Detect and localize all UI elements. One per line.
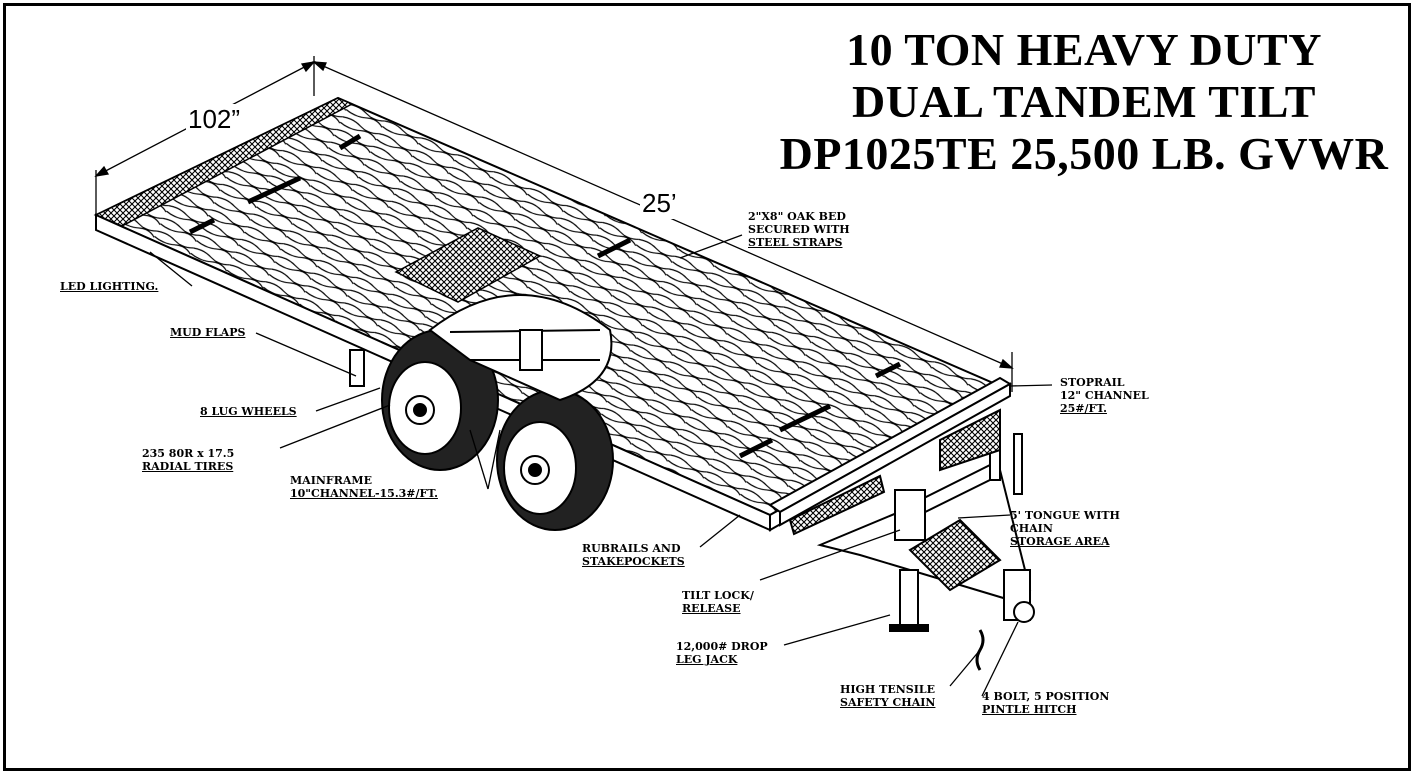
drawing-title: 10 TON HEAVY DUTY DUAL TANDEM TILT DP102… xyxy=(764,24,1404,180)
callout-lug-wheels: 8 LUG WHEELS xyxy=(200,405,297,418)
stoprail xyxy=(768,376,1012,527)
title-line-3: DP1025TE 25,500 LB. GVWR xyxy=(779,128,1389,179)
callout-tilt-lock: TILT LOCK/ RELEASE xyxy=(682,589,754,615)
callout-hitch: 4 BOLT, 5 POSITION PINTLE HITCH xyxy=(982,690,1110,716)
callout-mud-flaps: MUD FLAPS xyxy=(170,326,246,339)
callout-jack: 12,000# DROP LEG JACK xyxy=(676,640,768,666)
callout-safety-chain: HIGH TENSILE SAFETY CHAIN xyxy=(840,683,936,709)
leader-lines xyxy=(149,234,1053,697)
dimension-length-label: 25’ xyxy=(640,188,679,219)
title-line-2: DUAL TANDEM TILT xyxy=(852,76,1316,127)
title-line-1: 10 TON HEAVY DUTY xyxy=(846,24,1322,75)
drawing-border xyxy=(3,3,1411,771)
mainframe xyxy=(428,294,613,402)
dimension-width-label: 102” xyxy=(186,104,243,135)
callout-mainframe: MAINFRAME 10"CHANNEL-15.3#/FT. xyxy=(290,474,438,500)
callout-stoprail: STOPRAIL 12" CHANNEL 25#/FT. xyxy=(1060,376,1149,415)
callout-rubrails: RUBRAILS AND STAKEPOCKETS xyxy=(582,542,685,568)
wheels xyxy=(381,329,614,531)
callout-tongue: 5' TONGUE WITH CHAIN STORAGE AREA xyxy=(1010,509,1120,548)
mud-flap xyxy=(349,349,365,387)
tongue xyxy=(788,408,1035,671)
callout-oak-bed: 2"X8" OAK BED SECURED WITH STEEL STRAPS xyxy=(748,210,850,249)
callout-led-lighting: LED LIGHTING. xyxy=(60,280,159,293)
callout-tires: 235 80R x 17.5 RADIAL TIRES xyxy=(142,447,235,473)
